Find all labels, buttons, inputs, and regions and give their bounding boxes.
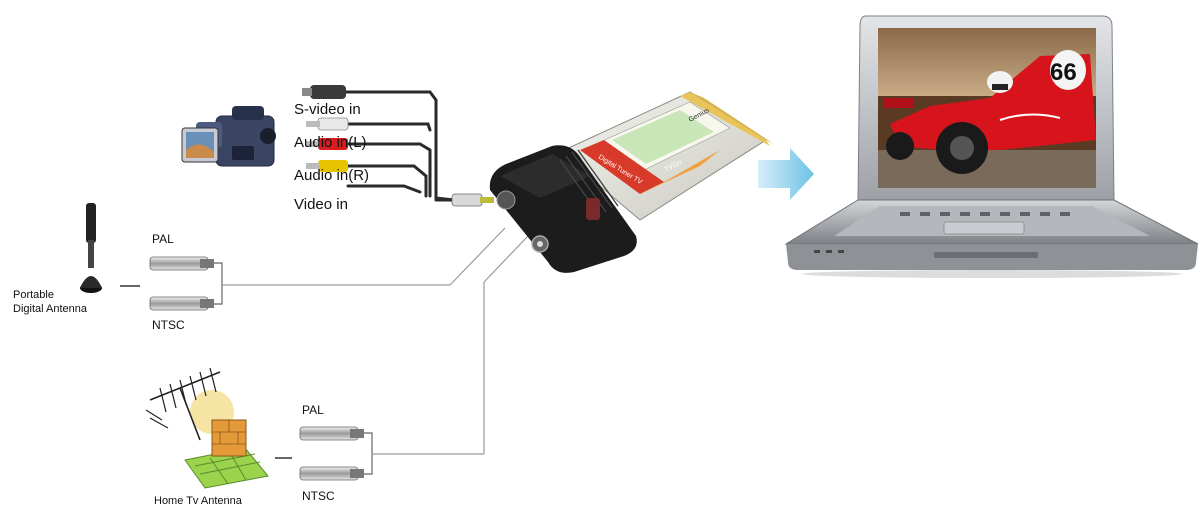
camcorder-icon [181,106,276,167]
svideo-in-label: S-video in [294,101,361,118]
home-tv-antenna-icon [145,367,292,489]
audio-in-left-label: Audio in(L) [294,134,367,151]
pal-label-top: PAL [152,232,174,246]
ntsc-label-top: NTSC [152,318,185,332]
audio-in-right-label: Audio in(R) [294,167,370,184]
tv-tuner-card-icon: Genius TVGo Digital Tuner TV [489,91,774,273]
portable-antenna-label-line2: Digital Antenna [13,303,87,315]
car-number: 66 [1050,59,1077,86]
av-cables [344,90,492,202]
rca-white-plug-icon [306,117,349,131]
av-plug-into-card-icon [451,193,494,207]
race-car-image: 66 [884,50,1096,174]
arrow-right-icon [758,148,814,200]
rca-yellow-plug-icon [306,160,348,172]
coax-connector-pair-bottom [299,235,529,481]
video-in-label: Video in [294,196,348,213]
portable-antenna-icon [80,12,140,293]
portable-antenna-label-line1: Portable [13,289,54,301]
ntsc-label-bottom: NTSC [302,489,335,503]
svideo-plug-icon [302,85,346,99]
laptop-icon: 66 [784,15,1199,278]
coax-connector-pair-top [149,227,506,311]
rca-red-plug-icon [306,138,348,150]
home-tv-antenna-label: Home Tv Antenna [154,495,242,507]
pal-label-bottom: PAL [302,403,324,417]
